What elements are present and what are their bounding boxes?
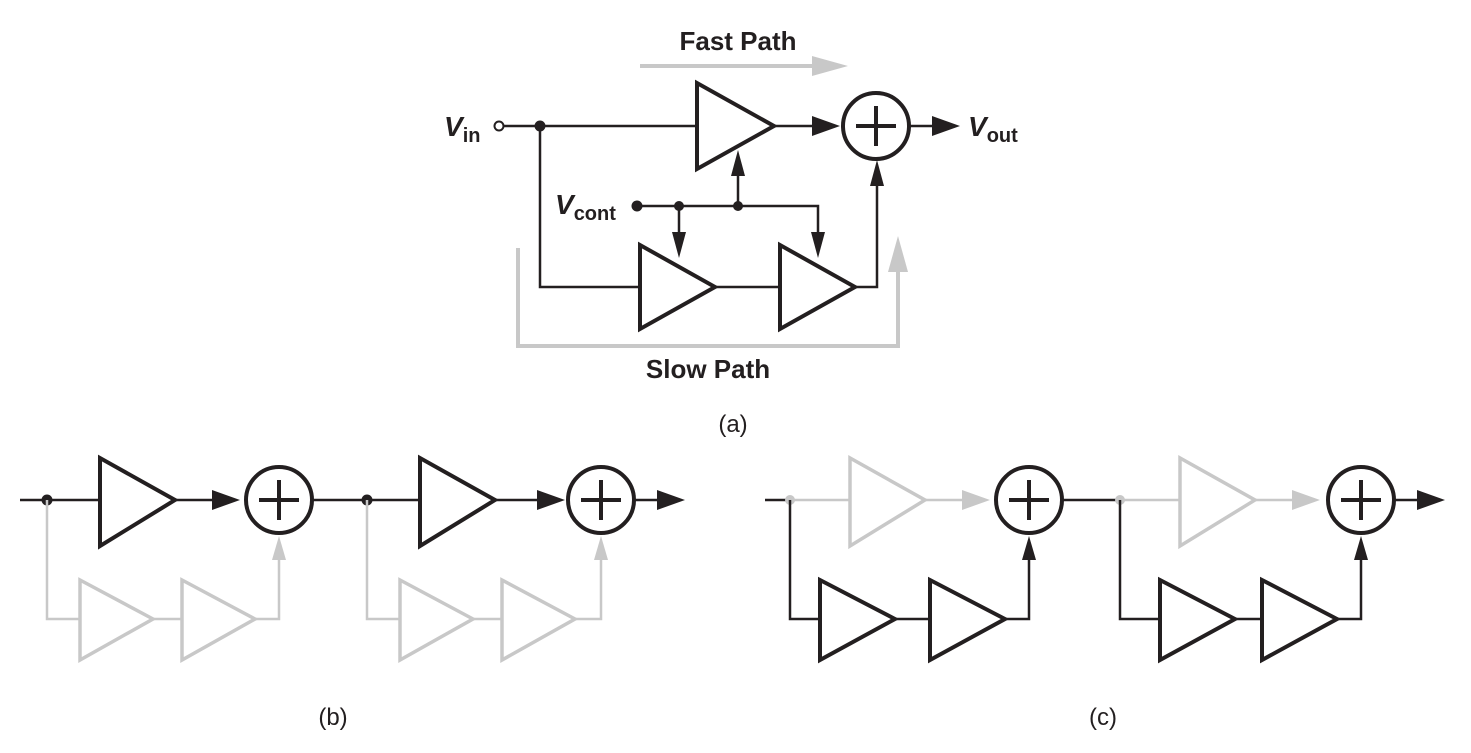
b-slow-amplifier-1a: [78, 577, 157, 663]
fast-path-indicator: [640, 56, 848, 76]
fast-path-label: Fast Path: [679, 26, 796, 56]
b-summer-1: [244, 465, 314, 535]
c-slow-amplifier-1b: [928, 576, 1010, 664]
c-summer-1: [994, 465, 1064, 535]
b-summer-2: [566, 465, 636, 535]
b-slow-amplifier-2a: [398, 577, 477, 663]
figure-a: Fast Path Vin Vout Vcont: [444, 26, 1018, 438]
vcont-label: Vcont: [555, 189, 616, 225]
c-slow-amplifier-2b: [1260, 576, 1342, 664]
b-fast-amplifier-2: [418, 454, 499, 550]
c-fast-amplifier-2: [1178, 455, 1259, 550]
slow-path-label: Slow Path: [646, 354, 770, 384]
vin-label: Vin: [444, 111, 480, 147]
figure-c: (c): [765, 455, 1445, 731]
caption-b: (b): [318, 704, 347, 731]
vin-terminal: [493, 120, 505, 132]
c-slow-amplifier-1a: [818, 576, 900, 664]
c-fast-amplifier-1: [848, 455, 929, 550]
slow-amplifier-2: [778, 241, 860, 333]
slow-amplifier-1: [638, 241, 720, 333]
slow-path-indicator: [516, 236, 908, 348]
b-slow-amplifier-1b: [180, 577, 259, 663]
b-slow-amplifier-2b: [500, 577, 579, 663]
caption-a: (a): [718, 411, 747, 438]
vout-label: Vout: [968, 111, 1018, 147]
c-slow-amplifier-2a: [1158, 576, 1240, 664]
fast-amplifier: [695, 79, 779, 173]
b-fast-amplifier-1: [98, 454, 179, 550]
caption-c: (c): [1089, 704, 1117, 731]
summer-a: [841, 91, 911, 161]
figure-b: (b): [20, 454, 685, 731]
c-summer-2: [1326, 465, 1396, 535]
